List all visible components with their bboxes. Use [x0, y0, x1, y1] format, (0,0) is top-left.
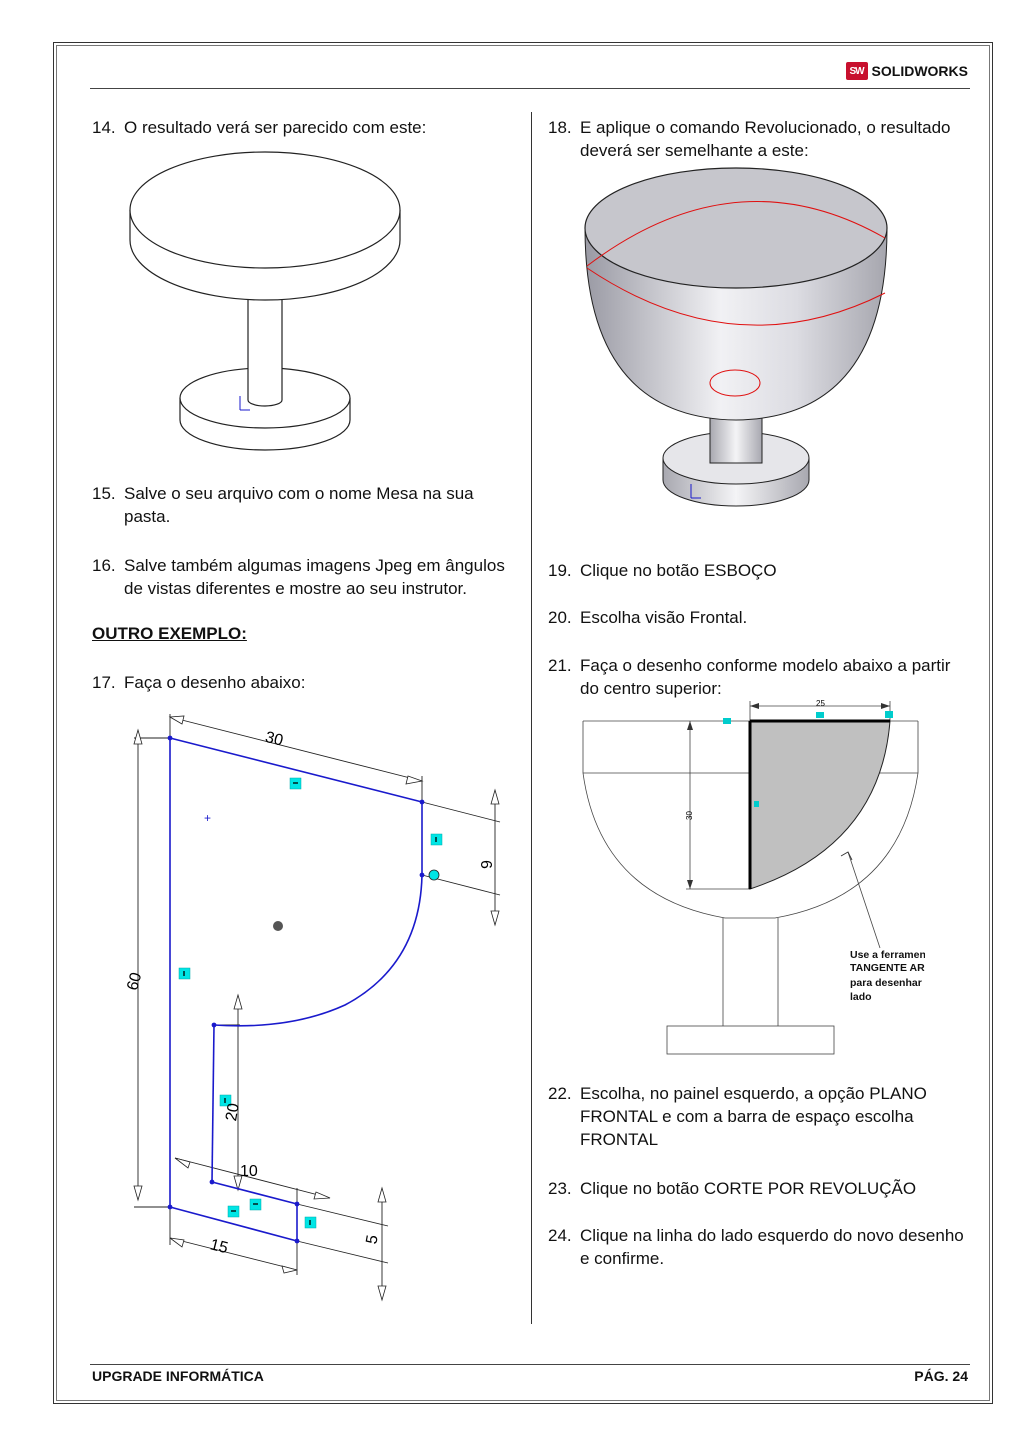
step-15: 15. Salve o seu arquivo com o nome Mesa … — [92, 482, 512, 528]
svg-text:para desenhar este: para desenhar este — [850, 977, 925, 989]
svg-text:Use a ferramenta: Use a ferramenta — [850, 949, 925, 961]
step-16: 16. Salve também algumas imagens Jpeg em… — [92, 554, 517, 600]
step-text: Clique no botão CORTE POR REVOLUÇÃO — [580, 1179, 917, 1198]
profile-drawing-figure: 25 30 Use a ferramenta TANGENTE ARC para… — [582, 699, 925, 1055]
svg-text:TANGENTE ARC: TANGENTE ARC — [850, 962, 925, 974]
step-24: 24. Clique na linha do lado esquerdo do … — [548, 1224, 968, 1270]
step-number: 14. — [92, 118, 116, 137]
step-text: Clique na linha do lado esquerdo do novo… — [580, 1226, 964, 1268]
step-23: 23. Clique no botão CORTE POR REVOLUÇÃO — [548, 1177, 968, 1200]
origin-axis-icon — [239, 396, 250, 411]
step-text: Escolha visão Frontal. — [580, 608, 748, 627]
step-number: 20. — [548, 608, 572, 627]
table-3d-figure — [129, 151, 401, 451]
step-text: Clique no botão ESBOÇO — [580, 561, 777, 580]
section-heading: OUTRO EXEMPLO: — [92, 624, 247, 643]
step-text: Salve o seu arquivo com o nome Mesa na s… — [124, 484, 474, 526]
solidworks-logo: SW SOLIDWORKS — [845, 62, 968, 80]
step-text: Escolha, no painel esquerdo, a opção PLA… — [580, 1084, 927, 1149]
step-number: 15. — [92, 484, 116, 503]
step-18: 18. E aplique o comando Revolucionado, o… — [548, 116, 968, 162]
goblet-3d-figure — [584, 167, 888, 507]
step-number: 16. — [92, 556, 116, 575]
page-border — [53, 42, 993, 1404]
origin-axis-icon — [690, 484, 701, 499]
step-text: Salve também algumas imagens Jpeg em âng… — [124, 556, 505, 598]
step-number: 21. — [548, 656, 572, 675]
brand-name: SOLIDWORKS — [871, 63, 968, 79]
step-number: 18. — [548, 118, 572, 137]
step-text: Faça o desenho abaixo: — [124, 673, 306, 692]
step-text: O resultado verá ser parecido com este: — [124, 118, 427, 137]
sketch-figure: + 30 6 60 20 10 15 5 — [124, 714, 501, 1302]
step-19: 19. Clique no botão ESBOÇO — [548, 559, 968, 582]
step-number: 24. — [548, 1226, 572, 1245]
dim-25: 25 — [816, 699, 825, 708]
step-number: 23. — [548, 1179, 572, 1198]
page-number: PÁG. 24 — [914, 1368, 968, 1384]
dim-15: 15 — [208, 1236, 229, 1257]
step-22: 22. Escolha, no painel esquerdo, a opção… — [548, 1082, 968, 1151]
step-number: 19. — [548, 561, 572, 580]
step-text: E aplique o comando Revolucionado, o res… — [580, 118, 951, 160]
dim-6: 6 — [477, 860, 494, 869]
solidworks-logo-icon: SW — [845, 62, 868, 80]
dim-30: 30 — [263, 729, 284, 750]
dim-60: 60 — [124, 971, 145, 993]
step-number: 22. — [548, 1084, 572, 1103]
step-20: 20. Escolha visão Frontal. — [548, 606, 968, 629]
step-text: Faça o desenho conforme modelo abaixo a … — [580, 656, 951, 698]
tangent-relation-icon — [428, 869, 440, 881]
header-rule — [90, 88, 970, 89]
tangent-arc-note: Use a ferramenta TANGENTE ARC para desen… — [850, 949, 925, 1003]
dim-5: 5 — [363, 1234, 381, 1246]
svg-text:lado: lado — [850, 991, 872, 1003]
dim-20: 20 — [223, 1102, 243, 1123]
step-21: 21. Faça o desenho conforme modelo abaix… — [548, 654, 968, 700]
step-number: 17. — [92, 673, 116, 692]
step-14: 14. O resultado verá ser parecido com es… — [92, 116, 522, 139]
step-17: 17. Faça o desenho abaixo: — [92, 671, 512, 694]
footer-company: UPGRADE INFORMÁTICA — [92, 1368, 264, 1384]
column-divider — [531, 112, 532, 1324]
dim-10: 10 — [240, 1163, 258, 1180]
pin-icon — [273, 921, 283, 931]
footer-rule — [90, 1364, 970, 1365]
svg-text:+: + — [204, 811, 211, 825]
dim-30: 30 — [685, 811, 694, 820]
